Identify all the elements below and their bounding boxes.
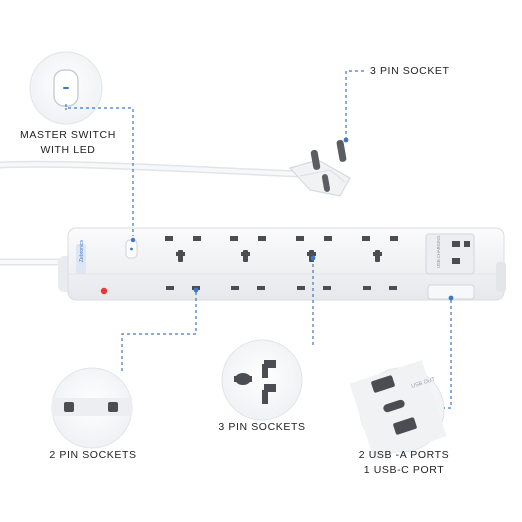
usb-zoom-circle: USB OUT (349, 360, 447, 460)
three-pin-plug (288, 139, 351, 197)
three-pin-zoom-circle (221, 339, 303, 421)
usb-callout-line1: 2 USB -A PORTS (358, 449, 450, 461)
power-cable (0, 160, 304, 266)
switch-led-icon (63, 87, 69, 89)
power-strip: Zebronics (58, 227, 506, 301)
universal-socket-1 (165, 236, 201, 262)
two-pin-socket-3 (297, 286, 331, 290)
universal-socket-4 (362, 236, 398, 262)
two-pin-zoom-circle (51, 367, 133, 449)
two-pin-socket-2 (231, 286, 265, 290)
usb-panel-text: USB CHARGING (436, 236, 441, 268)
two-pin-socket-4 (363, 286, 397, 290)
two-pin-callout: 2 PIN SOCKETS (49, 449, 137, 461)
universal-socket-2 (230, 236, 266, 262)
brand-mark: Zebronics (79, 240, 85, 262)
usb-panel: USB CHARGING (425, 233, 475, 300)
usb-callout: 2 USB -A PORTS 1 USB-C PORT (352, 448, 456, 478)
switch-zoom-circle (29, 51, 103, 125)
master-switch[interactable] (125, 239, 138, 259)
three-pin-callout: 3 PIN SOCKETS (218, 421, 306, 433)
plug-callout: 3 PIN SOCKET (370, 65, 450, 77)
switch-callout-line1: MASTER SWITCH (20, 129, 116, 141)
leader-lines (65, 70, 452, 409)
leader-dots (130, 137, 454, 301)
usb-callout-line2: 1 USB-C PORT (363, 464, 445, 476)
led-indicator (100, 287, 108, 295)
switch-callout: MASTER SWITCH WITH LED (20, 128, 116, 158)
switch-callout-line2: WITH LED (40, 144, 96, 156)
